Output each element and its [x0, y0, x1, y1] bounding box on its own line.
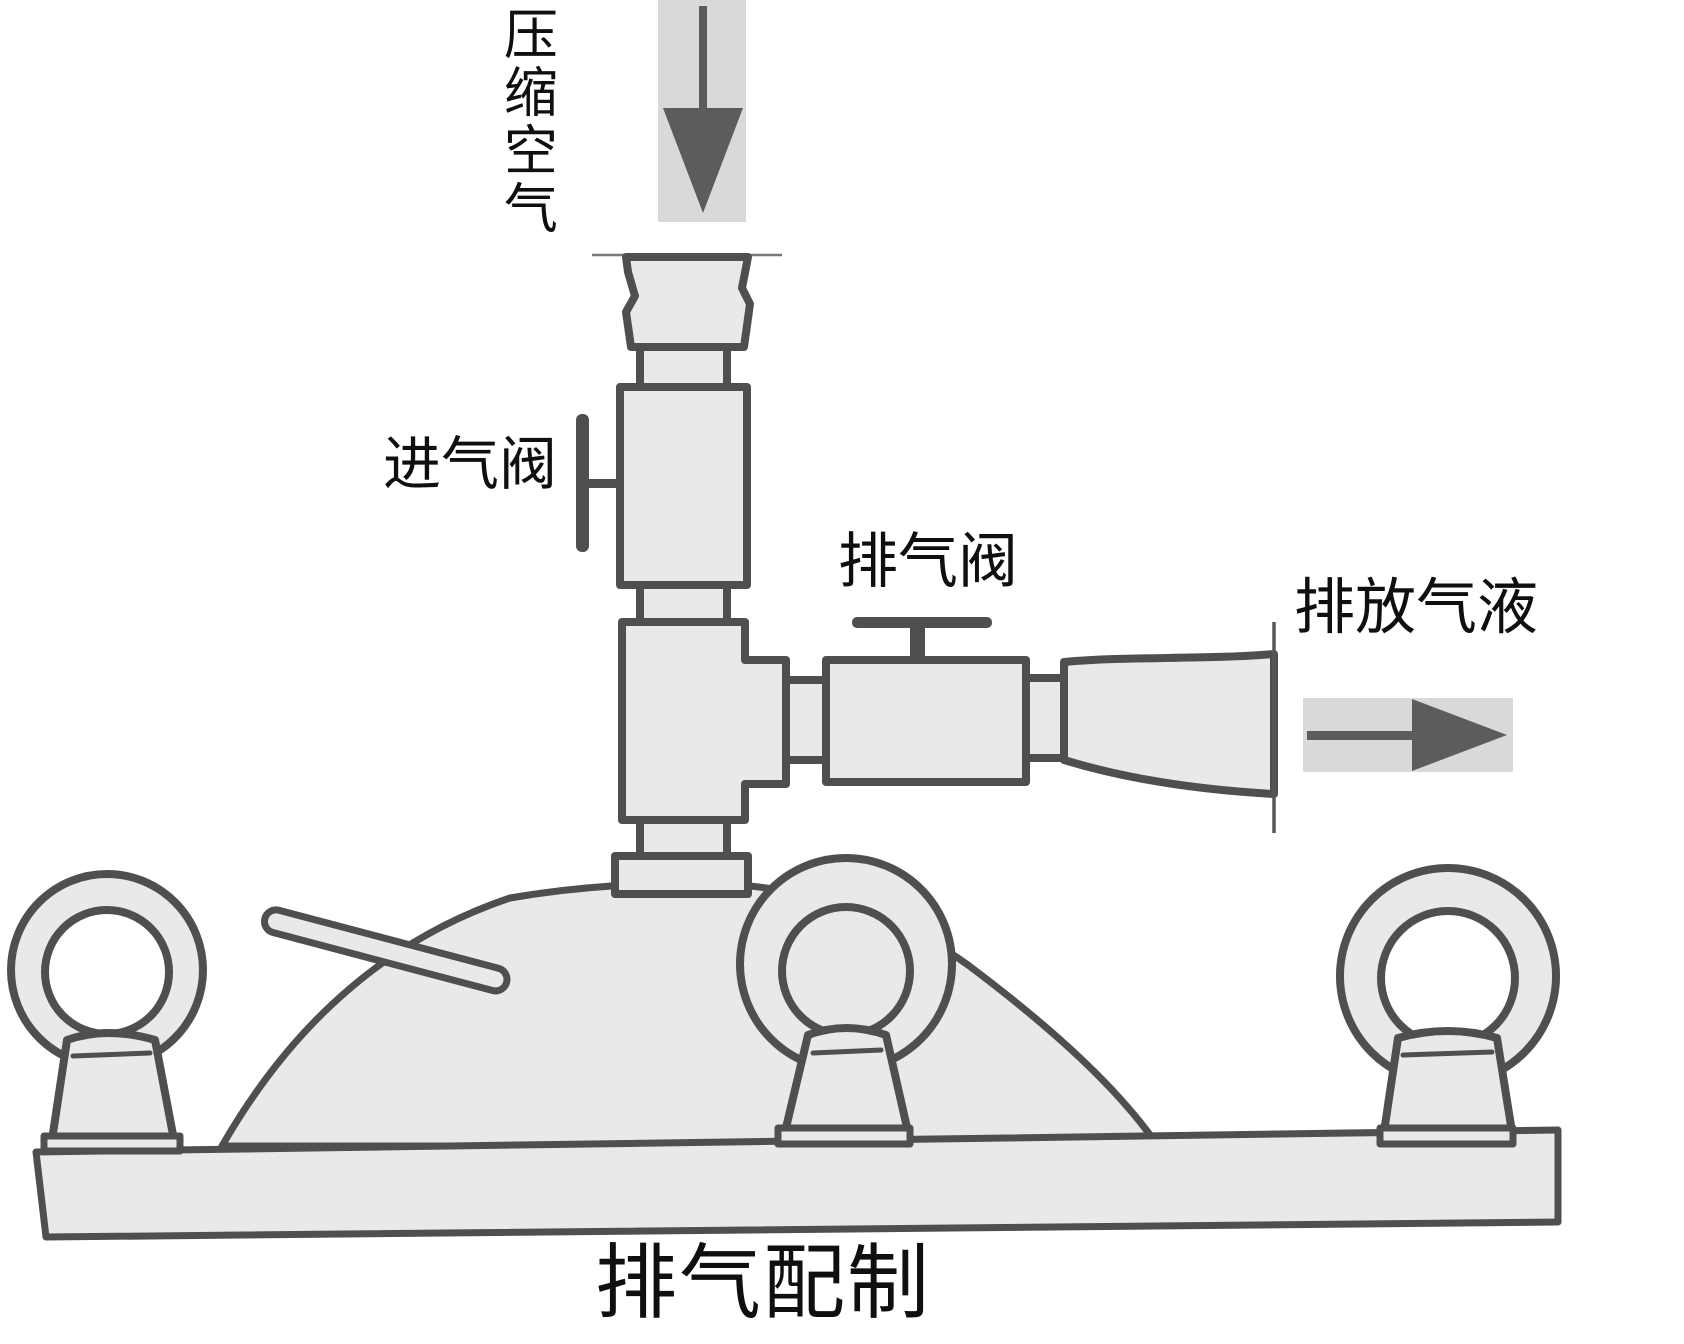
- eye-bolt-left: [7, 870, 207, 1155]
- tank-dome: [218, 880, 1162, 1150]
- intake-valve-label: 进气阀: [383, 432, 558, 497]
- eye-bolt-middle: [736, 854, 956, 1148]
- diagram-caption: 排气配制: [595, 1238, 932, 1329]
- handle-lever: [260, 906, 511, 995]
- exhaust-valve-label: 排气阀: [838, 529, 1018, 595]
- discharge-label: 排放气液: [1294, 575, 1539, 642]
- base-plate: [32, 1126, 1562, 1241]
- right-arrow-icon: [1303, 698, 1513, 772]
- compressed-air-label: 压缩空气: [495, 6, 556, 238]
- intake-valve-body: [616, 383, 751, 589]
- exhaust-valve-stem: [852, 617, 992, 664]
- inlet-pipe: [622, 253, 754, 351]
- outlet-pipe: [1060, 650, 1278, 798]
- pipe-neck-upper: [636, 343, 731, 391]
- exhaust-valve-body: [822, 656, 1030, 786]
- intake-valve-stem: [576, 414, 622, 552]
- down-arrow-icon: [658, 0, 746, 222]
- pipe-neck-tee-right: [782, 676, 830, 764]
- pipe-neck-mid: [636, 581, 731, 626]
- eye-bolt-right: [1336, 864, 1560, 1148]
- tee-junction: [618, 618, 790, 824]
- dome-flange: [611, 852, 752, 898]
- pipe-neck-outlet: [1022, 674, 1068, 762]
